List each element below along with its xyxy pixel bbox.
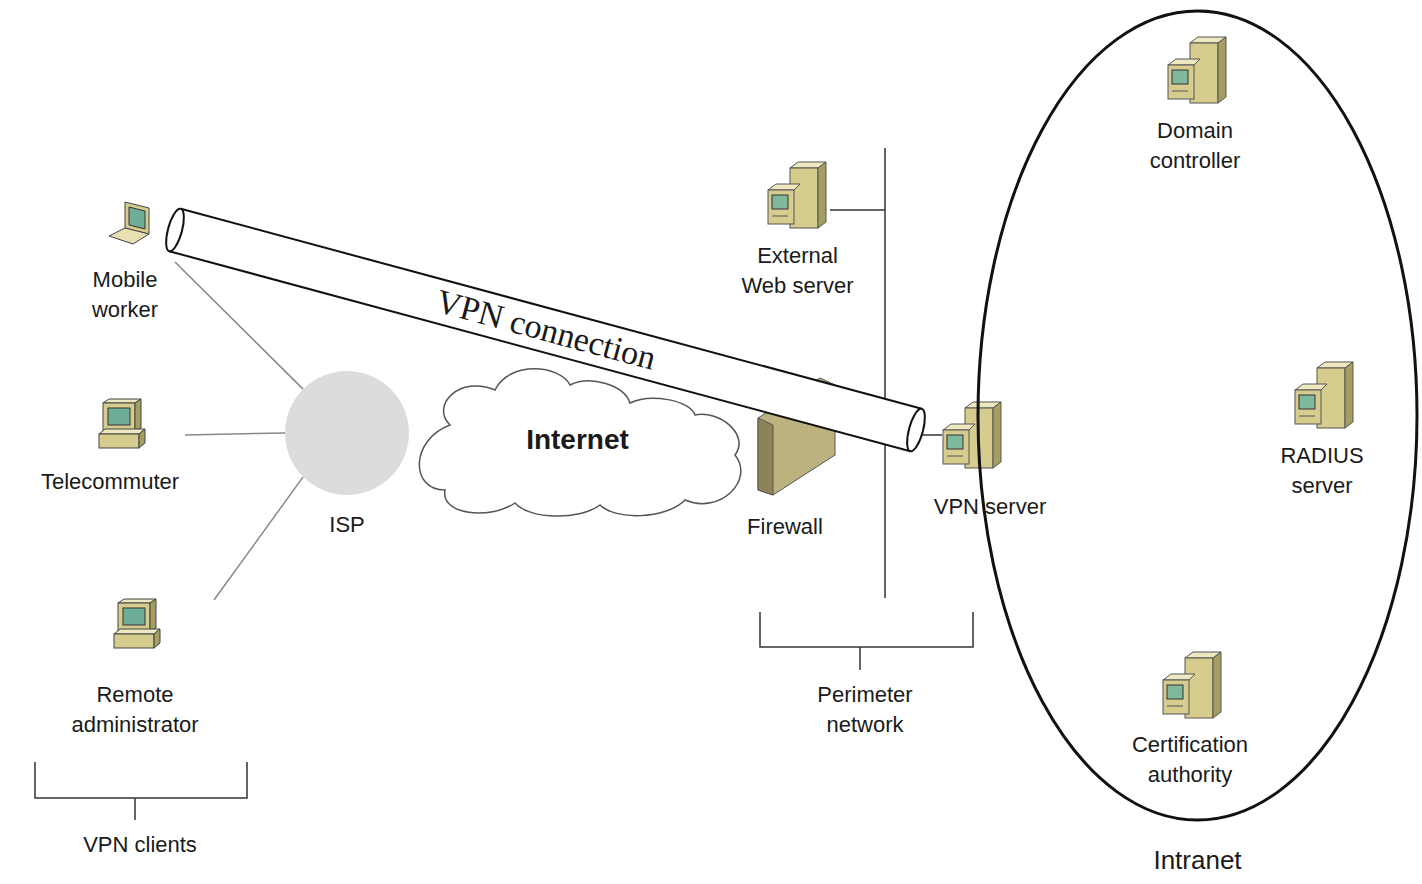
edge-label: VPN connection [430, 283, 661, 378]
label-wrap: Certification authority [1116, 648, 1264, 790]
server-icon [1168, 37, 1226, 103]
server-icon [768, 162, 826, 228]
node-label: External Web server [735, 241, 860, 301]
node-label: Telecommuter [41, 467, 179, 497]
label-wrap: Remote administrator [56, 595, 214, 740]
server-node: Domain controller [1135, 33, 1255, 180]
server-node: VPN server [920, 398, 1060, 526]
intranet-ellipse: IntranetDomain controllerRADIUS serverCe… [975, 8, 1420, 823]
connector-line [214, 477, 303, 600]
client-node: Telecommuter [35, 395, 185, 501]
computer-icon [99, 399, 145, 448]
bracket [35, 762, 247, 820]
label-wrap: VPN server [920, 398, 1060, 522]
node-label: Mobile worker [80, 265, 170, 325]
label-wrap: Telecommuter [35, 395, 185, 497]
link-line [214, 477, 303, 600]
bracket-label: Perimeter network [805, 680, 925, 740]
client-node: Mobile worker [75, 195, 175, 329]
server-node: Certification authority [1116, 648, 1264, 794]
isp-circle: ISP [285, 371, 409, 495]
server-node: External Web server [730, 160, 865, 305]
node-label: RADIUS server [1277, 441, 1367, 501]
node-label: VPN server [931, 492, 1049, 522]
node-label: ISP [329, 510, 364, 540]
firewall-node: Firewall [735, 370, 835, 546]
bus-wire [830, 209, 885, 211]
isp-disc [285, 371, 409, 495]
label-wrap: External Web server [730, 160, 865, 301]
bracket [760, 612, 973, 670]
isp-circle-outline [285, 371, 409, 495]
node-label: Intranet [1153, 845, 1241, 875]
node-label: Certification authority [1120, 730, 1260, 790]
intranet-outline [978, 11, 1417, 820]
internet-cloud: Internet [410, 365, 745, 515]
node-label: Firewall [747, 512, 823, 542]
cloud-outline [419, 369, 740, 516]
client-node: Remote administrator [56, 595, 214, 744]
perimeter-bus [884, 148, 886, 598]
tunnel-end [163, 207, 188, 253]
server-icon [943, 402, 1001, 468]
node-label: Internet [526, 423, 629, 457]
connector-line [185, 433, 285, 435]
label-wrap: RADIUS server [1262, 358, 1382, 501]
tunnel-end [904, 407, 929, 453]
server-icon [1163, 652, 1221, 718]
server-node: RADIUS server [1262, 358, 1382, 505]
firewall-side [758, 418, 773, 495]
label-wrap: Mobile worker [75, 195, 175, 325]
bracket-label: VPN clients [83, 830, 197, 860]
server-icon [1295, 362, 1353, 428]
label-wrap: Domain controller [1135, 33, 1255, 176]
link-line [185, 433, 285, 435]
node-label: Remote administrator [60, 680, 210, 740]
computer-icon [114, 599, 160, 648]
label-wrap: Firewall [735, 370, 835, 542]
laptop-icon [109, 202, 149, 244]
node-label: Domain controller [1140, 116, 1250, 176]
